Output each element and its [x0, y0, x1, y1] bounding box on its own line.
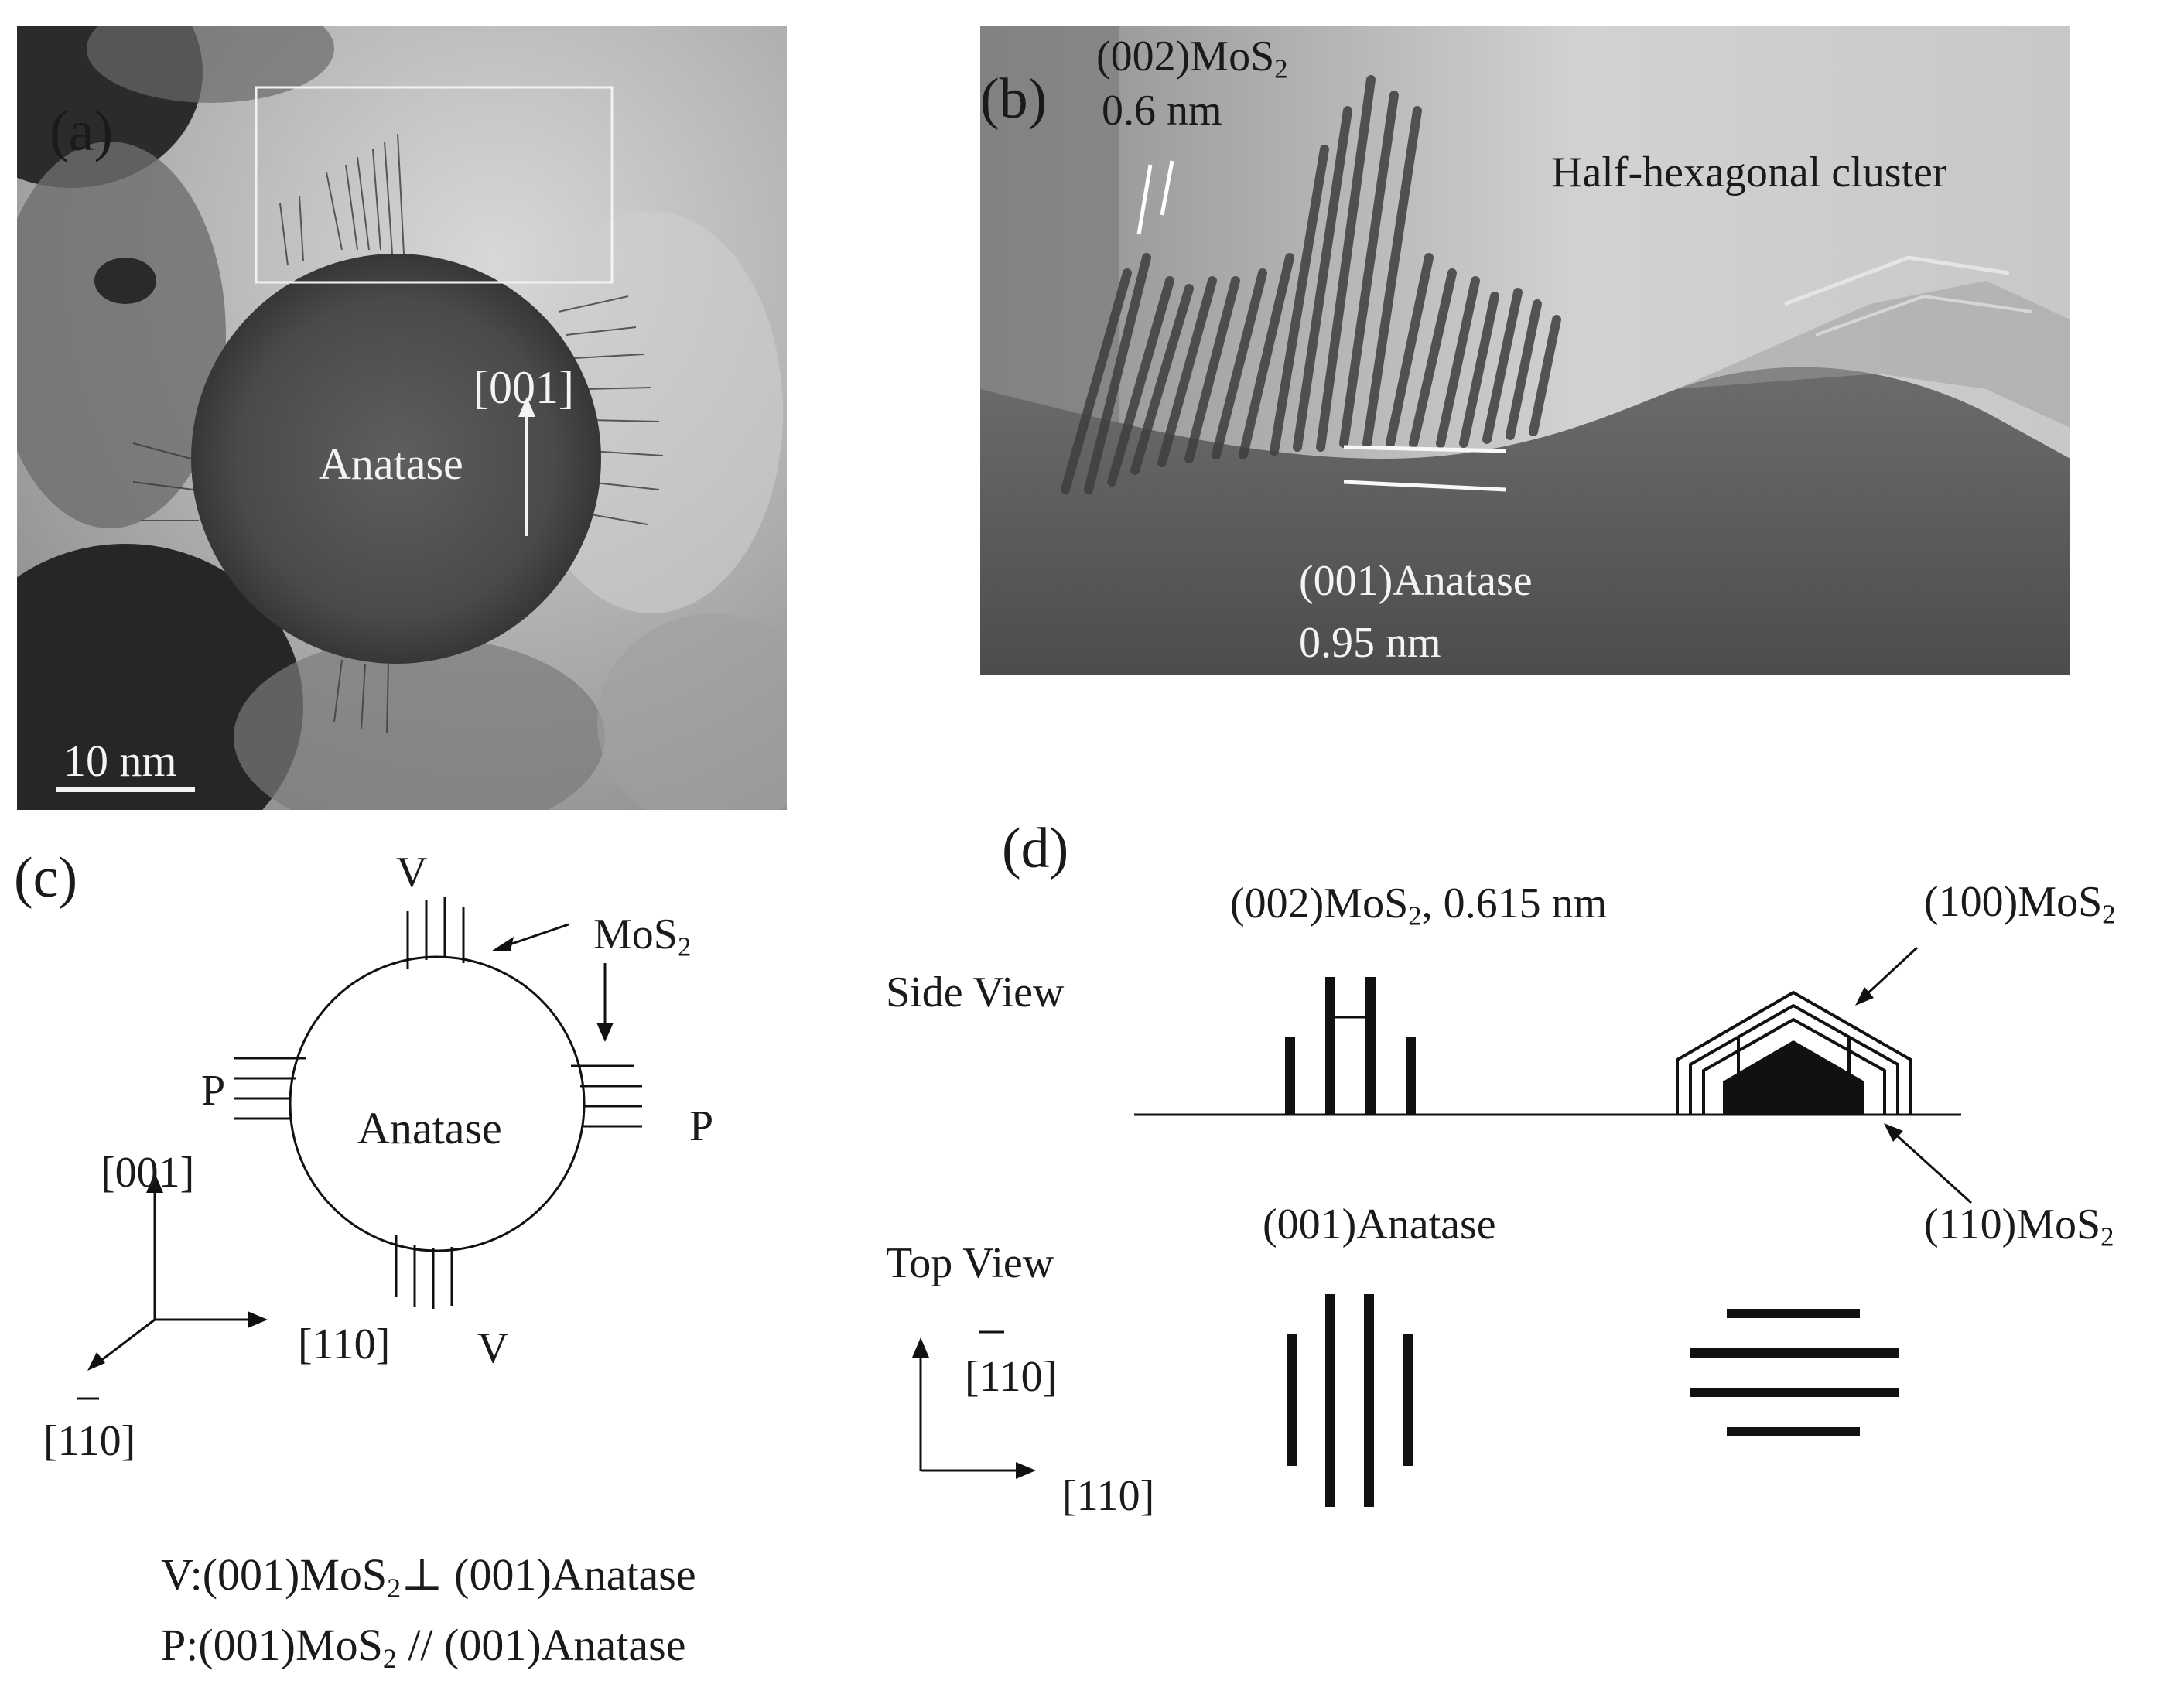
direction-001-label: [001]	[473, 362, 574, 413]
anatase-circle	[289, 955, 586, 1252]
panel-a-tem-image: (a) [001] Anatase 10 nm	[17, 26, 787, 810]
top-view-vertical-lines	[1287, 1294, 1413, 1507]
anatase-001-label: (001)Anatase	[1263, 1201, 1496, 1248]
mos2-110-label: (110)MoS2	[1924, 1201, 2114, 1252]
p-left-label: P	[201, 1067, 226, 1115]
axis-001-label: [001]	[101, 1149, 195, 1197]
panel-b-hrtem-image: (b) (002)MoS2 0.6 nm Half-hexagonal clus…	[980, 26, 2070, 675]
axis-110-label: [110]	[298, 1320, 391, 1368]
half-hexagonal-cluster-label: Half-hexagonal cluster	[1551, 149, 1947, 196]
axis-1bar10-label: [110]	[43, 1417, 136, 1465]
panel-c-label: (c)	[14, 846, 78, 910]
mos2-002-label: (002)MoS2	[1096, 32, 1288, 84]
top-view-horizontal-lines	[1690, 1309, 1899, 1436]
panel-a-label: (a)	[50, 100, 114, 163]
mos2-spacing-label: 0.6 nm	[1102, 87, 1222, 135]
panel-b-micrograph	[980, 26, 2070, 675]
anatase-label: Anatase	[319, 439, 463, 489]
axis-1bar10-label: [110]	[965, 1353, 1058, 1401]
panel-b-label: (b)	[980, 67, 1048, 131]
legend-v: V:(001)MoS2⊥ (001)Anatase	[161, 1549, 696, 1604]
anatase-001-label: (001)Anatase	[1299, 557, 1533, 605]
p-right-label: P	[689, 1102, 714, 1150]
mos2-002-spacing-label: (002)MoS2, 0.615 nm	[1230, 880, 1608, 931]
side-view-label: Side View	[886, 968, 1065, 1016]
anatase-circle-label: Anatase	[357, 1103, 502, 1153]
top-view-label: Top View	[886, 1239, 1054, 1287]
axis-110-label: [110]	[1062, 1472, 1155, 1520]
legend-p: P:(001)MoS2 // (001)Anatase	[161, 1620, 686, 1675]
panel-a-micrograph	[17, 26, 787, 810]
v-top-label: V	[396, 849, 428, 897]
scale-bar-label: 10 nm	[63, 736, 177, 786]
v-bottom-label: V	[477, 1324, 509, 1372]
mos2-100-label: (100)MoS2	[1924, 878, 2116, 930]
panel-d-label: (d)	[1002, 817, 1069, 880]
mos2-label: MoS2	[593, 910, 692, 962]
anatase-spacing-label: 0.95 nm	[1299, 619, 1441, 667]
side-view-vertical-slabs	[1285, 977, 1416, 1115]
